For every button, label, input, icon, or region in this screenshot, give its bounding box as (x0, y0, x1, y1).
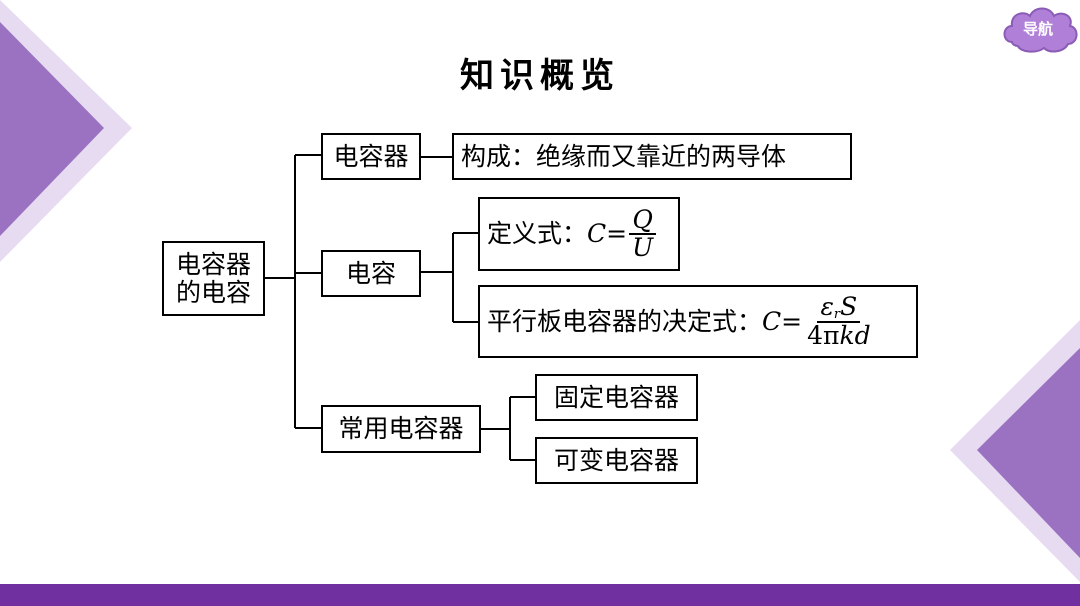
four-pi: 4π (807, 321, 840, 351)
parallel-plate-formula-leaf: 平行板电容器的决定式： C= εrS 4πkd (478, 285, 918, 358)
parallel-plate-lhs: C= (762, 306, 803, 336)
definition-prefix: 定义式： (487, 219, 588, 249)
parallel-plate-fraction: εrS 4πkd (804, 291, 874, 350)
right-triangle-decoration (950, 320, 1080, 582)
root-node: 电容器 的电容 (162, 241, 265, 316)
definition-lhs: C= (587, 219, 628, 249)
definition-denominator: U (632, 233, 654, 262)
bottom-accent-bar (0, 584, 1080, 606)
epsilon-subscript: r (833, 306, 841, 322)
definition-fraction: Q U (629, 206, 656, 262)
area-symbol: S (840, 291, 858, 321)
fixed-capacitor-leaf: 固定电容器 (535, 374, 698, 421)
branch-capacitance: 电容 (321, 250, 421, 297)
definition-numerator: Q (629, 206, 656, 235)
root-line-2: 的电容 (175, 277, 251, 307)
branch-capacitor: 电容器 (321, 133, 421, 180)
nav-label: 导航 (1022, 20, 1053, 38)
nav-button[interactable]: 导航 (1000, 4, 1080, 56)
left-triangle-decoration (0, 0, 132, 262)
parallel-plate-denominator: 4πkd (804, 323, 874, 349)
definition-formula-leaf: 定义式： C= Q U (478, 197, 680, 271)
cloud-icon (1003, 7, 1078, 53)
epsilon-symbol: ε (820, 291, 834, 321)
variable-capacitor-leaf: 可变电容器 (535, 437, 698, 484)
parallel-plate-numerator: εrS (817, 291, 861, 324)
parallel-plate-prefix: 平行板电容器的决定式： (487, 306, 763, 336)
root-line-1: 电容器 (175, 250, 251, 279)
capacitor-composition-leaf: 构成：绝缘而又靠近的两导体 (452, 133, 852, 180)
branch-common-capacitors: 常用电容器 (321, 405, 481, 453)
page-title: 知识概览 (460, 56, 620, 96)
kd-symbols: kd (839, 321, 871, 351)
